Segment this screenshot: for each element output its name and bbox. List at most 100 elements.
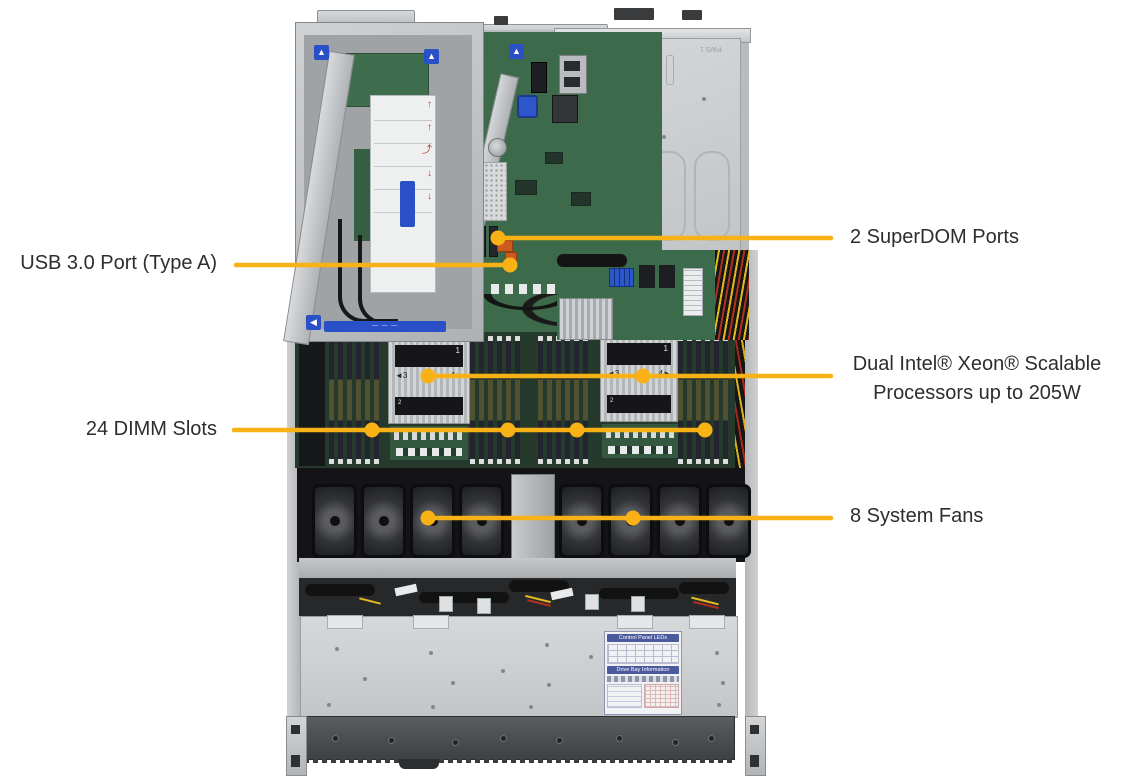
callout-label-cpu-line2: Processors up to 205W <box>873 382 1081 404</box>
power-wires <box>715 250 749 340</box>
drive-bay-cover: Control Panel LEDs Drive Bay Information <box>300 615 738 718</box>
system-fan <box>361 484 406 558</box>
bezel-serration <box>304 759 734 763</box>
sticker-led-table <box>607 644 679 664</box>
cable-bundle <box>419 592 509 603</box>
system-fan <box>459 484 504 558</box>
instruction-step: ↑ <box>374 98 432 121</box>
psu-marking: PWS 1 <box>700 45 722 52</box>
8pin-power-connector <box>609 268 634 287</box>
cable-channel <box>299 334 325 466</box>
cable-connector <box>631 596 645 612</box>
cpu-mark: 1 <box>663 344 668 353</box>
bezel-screw <box>452 739 459 746</box>
cpu-mark: 4► <box>450 371 463 380</box>
memory-cpu-area: 1 ◄3 4► 2 1 ◄3 4► 2 <box>295 332 745 468</box>
riser-cable <box>358 235 412 325</box>
sticker-header: Drive Bay Information <box>607 666 679 674</box>
screw <box>662 135 666 139</box>
sticker-tables <box>607 684 679 708</box>
lan-ports <box>559 55 587 94</box>
system-fan <box>410 484 455 558</box>
callout-label-usb: USB 3.0 Port (Type A) <box>20 252 217 274</box>
dimm-slot <box>347 336 352 464</box>
instruction-step: ↑ <box>374 121 432 144</box>
dimm-slot <box>583 336 588 464</box>
riser-blue-latch <box>400 181 415 227</box>
bezel-screw <box>388 737 395 744</box>
rivet <box>335 647 339 651</box>
screw <box>702 97 706 101</box>
cpu-mark: 2 <box>398 400 402 406</box>
bezel-screw <box>672 739 679 746</box>
callout-label-cpu-line1: Dual Intel® Xeon® Scalable <box>852 353 1102 375</box>
callout-label-superdom: 2 SuperDOM Ports <box>850 226 1019 248</box>
rear-clip <box>614 8 654 20</box>
bezel-screw <box>332 735 339 742</box>
rear-clip <box>682 10 702 20</box>
rivet <box>451 681 455 685</box>
bezel-pull-tab <box>399 759 439 769</box>
usb-port-stack <box>531 62 547 93</box>
fan-wall <box>297 468 751 564</box>
onboard-chip <box>545 152 563 164</box>
power-cable-run <box>735 332 745 468</box>
dimm-slot <box>547 336 552 464</box>
sticker-table <box>607 684 642 708</box>
system-fan <box>559 484 604 558</box>
cable-bundle <box>679 582 729 594</box>
superdom-power-connector <box>497 240 513 252</box>
front-bezel <box>303 716 735 769</box>
io-connector <box>552 95 578 123</box>
cpu-sticker: 2 <box>607 395 671 413</box>
vrm-heatsink <box>559 298 613 340</box>
instruction-step: ⤴ <box>374 144 432 167</box>
vga-port <box>517 95 538 118</box>
rivet <box>431 705 435 709</box>
onboard-chip <box>571 192 591 206</box>
power-connector <box>659 265 675 288</box>
rivet <box>529 705 533 709</box>
caution-triangle-sticker: ▲ <box>509 44 524 59</box>
rivet <box>589 655 593 659</box>
cover-tab <box>327 615 363 629</box>
riser-blue-bar: — — — <box>324 321 446 332</box>
dimm-slot <box>556 336 561 464</box>
fan-wall-bracket <box>511 474 555 564</box>
rivet <box>547 683 551 687</box>
service-sticker: Control Panel LEDs Drive Bay Information <box>604 631 682 715</box>
dimm-slot <box>488 336 493 464</box>
dimm-slot <box>329 336 334 464</box>
caution-triangle-sticker: ▲ <box>424 49 439 64</box>
rivet <box>545 643 549 647</box>
cover-tab <box>617 615 653 629</box>
rivet <box>501 669 505 673</box>
rear-clip <box>494 16 508 25</box>
callout-label-fans: 8 System Fans <box>850 505 984 527</box>
dimm-slot <box>714 336 719 464</box>
dimm-slot <box>574 336 579 464</box>
cpu-mark: 1 <box>455 346 460 355</box>
dimm-bank-4 <box>678 336 734 464</box>
power-connector <box>639 265 655 288</box>
cable <box>557 254 627 267</box>
onboard-chip <box>515 180 537 195</box>
cable-label-tag <box>394 583 418 597</box>
dimm-slot <box>470 336 475 464</box>
cover-tab <box>689 615 725 629</box>
rivet <box>721 681 725 685</box>
vrm-strip <box>390 426 468 460</box>
rivet <box>363 677 367 681</box>
rack-ear-left <box>286 716 307 776</box>
dimm-slot <box>497 336 502 464</box>
dimm-slot <box>678 336 683 464</box>
power-distribution-board <box>557 250 749 340</box>
callout-label-dimm: 24 DIMM Slots <box>85 418 217 440</box>
rivet <box>327 703 331 707</box>
mid-chassis-crossbar <box>299 558 736 580</box>
system-fan <box>706 484 751 558</box>
riser-card-bracket: ↑ ↑ ⤴ ↓ ↓ ▲ ▲ ◀ — — — <box>283 22 484 346</box>
dimm-slot <box>356 336 361 464</box>
dimm-bank-2 <box>470 336 526 464</box>
